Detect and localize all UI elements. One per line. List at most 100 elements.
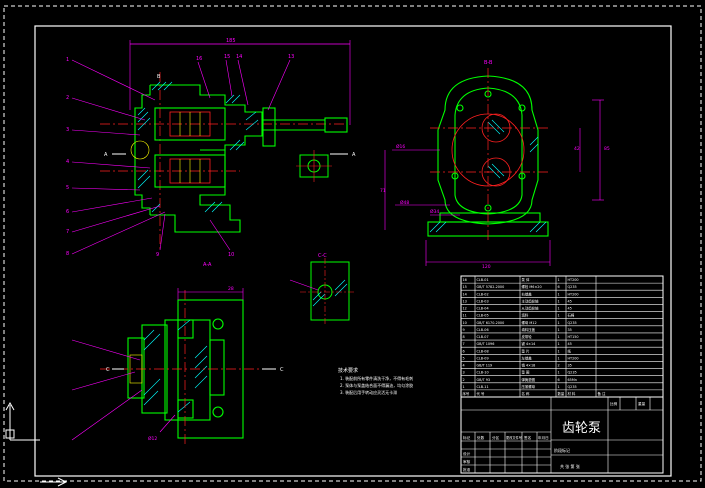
svg-text:85: 85 [604, 146, 610, 152]
parts-row-6-col-0: 10 [463, 321, 467, 325]
parts-row-0-col-1: CLB-01 [477, 278, 489, 282]
svg-text:Ø12: Ø12 [148, 435, 157, 442]
side-section-view-bb[interactable]: B-B [380, 60, 610, 270]
parts-row-7-col-1: CLB-06 [477, 328, 489, 332]
parts-row-1-col-1: GB/T 5782-2000 [477, 285, 505, 289]
parts-row-4-col-2: 从动齿轮轴 [522, 306, 540, 311]
parts-row-0-col-4: HT200 [568, 278, 579, 282]
svg-text:6: 6 [66, 209, 69, 215]
tb-label-date: 年月日 [538, 435, 549, 440]
tb-weight: 重量 [638, 401, 646, 406]
tb-label-mark: 标记 [463, 435, 471, 440]
parts-row-10-col-0: 6 [463, 349, 465, 353]
parts-row-10-col-1: CLB-08 [477, 349, 489, 353]
ucs-icon [5, 401, 40, 441]
parts-row-8-col-2: 皮带轮 [522, 334, 533, 339]
svg-text:Ø34: Ø34 [430, 208, 439, 215]
section-label-b-top: B [157, 74, 161, 80]
parts-row-13-col-1: CLB-10 [477, 371, 489, 375]
detail-view-cc[interactable]: C-C [289, 253, 355, 325]
section-label-a-left: A [104, 152, 108, 158]
pump-body-outline [134, 84, 348, 233]
parts-header-col-4: 材 料 [568, 391, 576, 396]
tb-design: 设计 [463, 451, 471, 456]
parts-row-3-col-2: 主动齿轮轴 [522, 298, 540, 303]
parts-row-1-col-3: 6 [558, 285, 560, 289]
svg-text:13: 13 [288, 54, 294, 60]
parts-row-2-col-4: HT200 [568, 292, 579, 296]
parts-row-8-col-4: HT150 [568, 335, 579, 339]
svg-text:10: 10 [228, 252, 234, 258]
parts-row-12-col-1: GB/T 119 [477, 364, 493, 368]
parts-row-2-col-3: 1 [558, 292, 560, 296]
section-label-c-left: C [106, 367, 110, 373]
drawing-title: 齿轮泵 [562, 421, 601, 436]
section-title-bb: B-B [484, 60, 493, 66]
parts-row-1-col-0: 15 [463, 285, 467, 289]
parts-row-5-col-4: 石棉 [568, 313, 575, 318]
svg-text:Ø16: Ø16 [396, 143, 405, 150]
drawing-frame [34, 25, 672, 477]
top-section-view-aa[interactable]: A-A [71, 262, 284, 445]
leader-lines [71, 59, 291, 255]
parts-row-3-col-0: 13 [463, 299, 467, 303]
parts-row-0-col-3: 1 [558, 278, 560, 282]
tb-label-zone: 分区 [492, 435, 500, 440]
parts-row-5-col-0: 11 [463, 314, 467, 318]
parts-row-14-col-4: 65Mn [568, 378, 577, 382]
svg-text:28: 28 [228, 286, 234, 292]
svg-text:1: 1 [66, 57, 69, 63]
svg-text:7: 7 [66, 229, 69, 235]
tb-label-change-doc: 更改文件号 [506, 435, 522, 440]
parts-row-7-col-2: 填料压盖 [522, 327, 536, 332]
parts-row-2-col-2: 右端盖 [522, 291, 533, 296]
parts-row-14-col-0: 2 [463, 378, 465, 382]
tb-stage: 阶段标记 [554, 447, 570, 453]
parts-row-5-col-1: CLB-05 [477, 314, 489, 318]
parts-header-col-1: 代 号 [477, 391, 485, 396]
parts-row-6-col-1: GB/T 6170-2000 [477, 321, 505, 325]
parts-header-col-5: 备 注 [598, 391, 606, 396]
notes-line-1: 1. 装配前所有零件清洗干净，不得有毛刺 [340, 375, 413, 381]
tb-approve: 批准 [463, 467, 471, 472]
parts-row-13-col-4: Q235 [568, 371, 577, 375]
parts-row-3-col-3: 1 [558, 299, 560, 303]
parts-row-12-col-3: 2 [558, 364, 560, 368]
parts-row-9-col-1: GB/T 1096 [477, 342, 495, 346]
notes-heading: 技术要求 [338, 367, 358, 374]
parts-row-6-col-3: 1 [558, 321, 560, 325]
parts-row-13-col-2: 垫 圈 [522, 370, 530, 375]
parts-row-6-col-4: Q235 [568, 321, 577, 325]
svg-text:71: 71 [380, 188, 386, 194]
parts-row-1-col-4: Q235 [568, 285, 577, 289]
svg-text:9: 9 [156, 252, 159, 258]
parts-row-0-col-0: 16 [463, 278, 467, 282]
parts-row-15-col-1: CLB-11 [477, 385, 489, 389]
parts-row-7-col-0: 9 [463, 328, 465, 332]
svg-text:Ø48: Ø48 [400, 199, 409, 206]
technical-notes: 技术要求 1. 装配前所有零件清洗干净，不得有毛刺 2. 泵体与泵盖结合面不得漏… [338, 367, 413, 395]
parts-row-13-col-3: 1 [558, 371, 560, 375]
front-section-view[interactable]: 185 [66, 38, 356, 258]
parts-row-9-col-4: 45 [568, 342, 572, 346]
parts-row-3-col-1: CLB-03 [477, 299, 489, 303]
parts-header-col-2: 名 称 [522, 391, 530, 396]
svg-text:15: 15 [224, 54, 230, 60]
parts-row-10-col-4: 纸 [568, 348, 572, 353]
tb-label-sign: 签名 [524, 435, 532, 440]
parts-row-2-col-0: 14 [463, 292, 467, 296]
parts-row-11-col-2: 左端盖 [522, 355, 533, 360]
title-block[interactable]: 齿轮泵 标记 处数 分区 更改文件号 签名 年月日 设计 审核 批准 阶段标记 … [460, 396, 664, 474]
parts-row-15-col-0: 1 [463, 385, 465, 389]
svg-text:3: 3 [66, 127, 69, 133]
parts-row-11-col-3: 1 [558, 356, 560, 360]
parts-row-3-col-4: 45 [568, 299, 572, 303]
parts-row-1-col-2: 螺栓 M6×20 [522, 284, 542, 289]
parts-row-12-col-2: 销 4×18 [522, 363, 536, 368]
parts-row-11-col-0: 5 [463, 356, 465, 360]
parts-row-10-col-3: 1 [558, 349, 560, 353]
parts-row-7-col-3: 1 [558, 328, 560, 332]
